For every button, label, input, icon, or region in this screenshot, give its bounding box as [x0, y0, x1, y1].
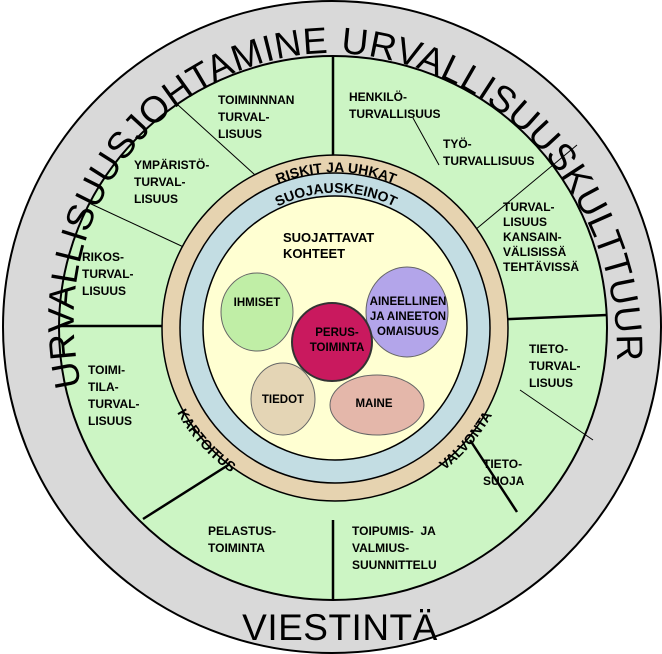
ihmiset-bubble	[220, 272, 294, 352]
sector-kansainvalisissa-line: LISUUS	[503, 215, 547, 229]
tiedot-label-line: TIEDOT	[262, 394, 304, 406]
ihmiset-label: IHMISET	[234, 297, 281, 309]
ihmiset-label-line: IHMISET	[234, 297, 281, 309]
sector-pelastus-line: TOIMINTA	[208, 541, 265, 555]
sector-rikos: RIKOS- TURVAL- LISUUS	[82, 250, 134, 298]
outer-label-bottom: VIESTINTÄ	[242, 607, 438, 648]
tiedot-bubble	[250, 362, 316, 436]
sector-toiminnan-line: LISUUS	[218, 127, 262, 141]
aineellinen-label-line: AINEELLINEN	[370, 296, 447, 308]
sector-toimitila-line: LISUUS	[88, 414, 132, 428]
sector-rikos-line: RIKOS-	[82, 250, 124, 264]
sector-tieto-line: TURVAL-	[529, 359, 581, 373]
sector-ymparisto: YMPÄRISTÖ- TURVAL- LISUUS	[134, 157, 209, 206]
sector-tieto-line: LISUUS	[529, 376, 573, 390]
sector-toimitila-line: TILA-	[88, 380, 119, 394]
sector-tieto: TIETO- TURVAL- LISUUS	[529, 342, 581, 390]
sector-tieto-line: TIETO-	[529, 342, 568, 356]
sector-ymparisto-line: LISUUS	[134, 192, 178, 206]
perustoiminta-label: PERUS- TOIMINTA	[310, 327, 365, 354]
sector-tietosuoja-line: TIETO-	[483, 457, 522, 471]
perustoiminta-label-line: PERUS-	[315, 327, 359, 339]
aineellinen-label-line: JA AINEETON	[370, 311, 446, 323]
sector-toipumis-line: SUUNNITTELU	[352, 558, 437, 572]
maine-bubble	[329, 374, 425, 436]
maine-label-line: MAINE	[355, 398, 392, 410]
sector-kansainvalisissa-line: KANSAIN-	[503, 230, 562, 244]
sector-subdividers	[88, 104, 594, 441]
center-title-line: KOHTEET	[283, 246, 345, 261]
perustoiminta-bubble	[291, 302, 373, 382]
sector-henkilo: HENKILÖ- TURVALLISUUS	[349, 89, 441, 121]
sector-henkilo-line: TURVALLISUUS	[349, 107, 441, 121]
sector-ymparisto-line: TURVAL-	[134, 175, 186, 189]
sector-henkilo-line: HENKILÖ-	[349, 89, 407, 104]
sector-tyo: TYÖ- TURVALLISUUS	[443, 136, 535, 168]
sector-rikos-line: TURVAL-	[82, 267, 134, 281]
aineellinen-label-line: OMAISUUS	[377, 326, 439, 338]
sector-kansainvalisissa-line: TURVAL-	[503, 200, 555, 214]
sector-tietosuoja-line: SUOJA	[483, 474, 525, 488]
sector-toimitila-line: TURVAL-	[88, 397, 140, 411]
sector-toiminnan: TOIMINNNAN TURVAL- LISUUS	[218, 93, 294, 141]
sector-toipumis-line: TOIPUMIS- JA	[352, 524, 436, 538]
sector-tyo-line: TYÖ-	[443, 136, 472, 151]
sector-toiminnan-line: TOIMINNNAN	[218, 93, 294, 107]
sector-tietosuoja: TIETO- SUOJA	[483, 457, 525, 488]
tiedot-label: TIEDOT	[262, 394, 304, 406]
sector-pelastus: PELASTUS- TOIMINTA	[208, 524, 276, 555]
sector-pelastus-line: PELASTUS-	[208, 524, 276, 538]
sector-toiminnan-line: TURVAL-	[218, 110, 270, 124]
sector-tyo-line: TURVALLISUUS	[443, 154, 535, 168]
sector-ymparisto-line: YMPÄRISTÖ-	[134, 157, 209, 172]
sector-toimitila-line: TOIMI-	[88, 363, 125, 377]
maine-label: MAINE	[355, 398, 392, 410]
sector-rikos-line: LISUUS	[82, 284, 126, 298]
sector-kansainvalisissa-line: TEHTÄVISSÄ	[503, 259, 579, 274]
aineellinen-bubble	[365, 266, 449, 358]
center-title-line: SUOJATTAVAT	[283, 230, 374, 245]
sector-toimitila: TOIMI- TILA- TURVAL- LISUUS	[88, 363, 140, 428]
sector-kansainvalisissa-line: VÄLISISSÄ	[503, 244, 567, 259]
aineellinen-label: AINEELLINEN JA AINEETON OMAISUUS	[370, 296, 447, 338]
perustoiminta-label-line: TOIMINTA	[310, 342, 365, 354]
sector-toipumis: TOIPUMIS- JA VALMIUS- SUUNNITTELU	[352, 524, 437, 572]
sector-toipumis-line: VALMIUS-	[352, 541, 409, 555]
